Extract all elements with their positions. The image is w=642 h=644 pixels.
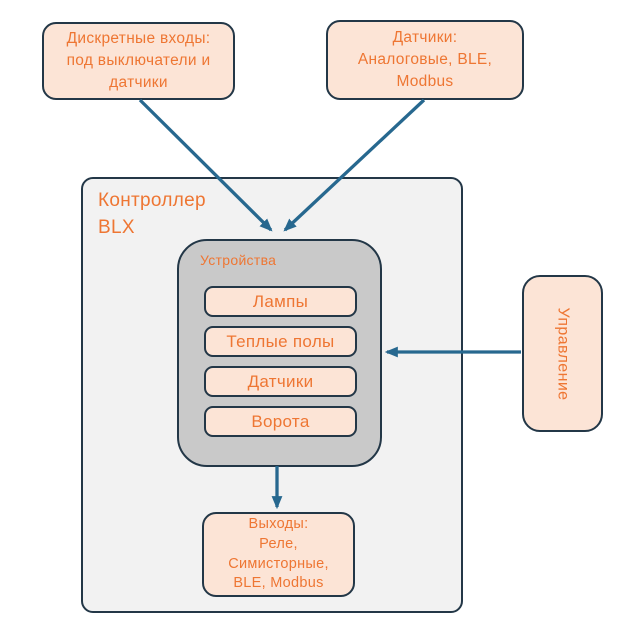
device-item-gates: Ворота: [204, 406, 357, 437]
control-box-label: Управление: [554, 307, 572, 400]
controller-title-line: BLX: [98, 216, 135, 238]
box-label-line: Датчики:: [392, 29, 458, 46]
box-label-line: Аналоговые, BLE,: [357, 51, 493, 68]
sensors-box: Датчики: Аналоговые, BLE, Modbus: [326, 20, 524, 100]
outputs-box: Выходы: Реле, Симисторные, BLE, Modbus: [202, 512, 355, 597]
device-item-lamps: Лампы: [204, 286, 357, 317]
box-label-line: Дискретные входы:: [66, 30, 211, 47]
devices-title: Устройства: [200, 252, 277, 268]
devices-box: Устройства Лампы Теплые полы Датчики Вор…: [177, 239, 382, 467]
box-label-line: BLE, Modbus: [233, 575, 324, 592]
discrete-inputs-box: Дискретные входы: под выключатели и датч…: [42, 22, 235, 100]
box-label-line: Симисторные,: [228, 555, 329, 572]
controller-title-line: Контроллер: [98, 190, 206, 211]
controller-title: Контроллер BLX: [98, 188, 206, 241]
device-item-heated-floors: Теплые полы: [204, 326, 357, 357]
control-box: Управление: [522, 275, 603, 432]
box-label-line: Реле,: [259, 535, 298, 552]
box-label-line: датчики: [109, 74, 168, 91]
box-label-line: под выключатели и: [66, 52, 211, 69]
box-label-line: Выходы:: [248, 515, 309, 532]
box-label-line: Modbus: [396, 73, 454, 90]
device-item-sensors: Датчики: [204, 366, 357, 397]
